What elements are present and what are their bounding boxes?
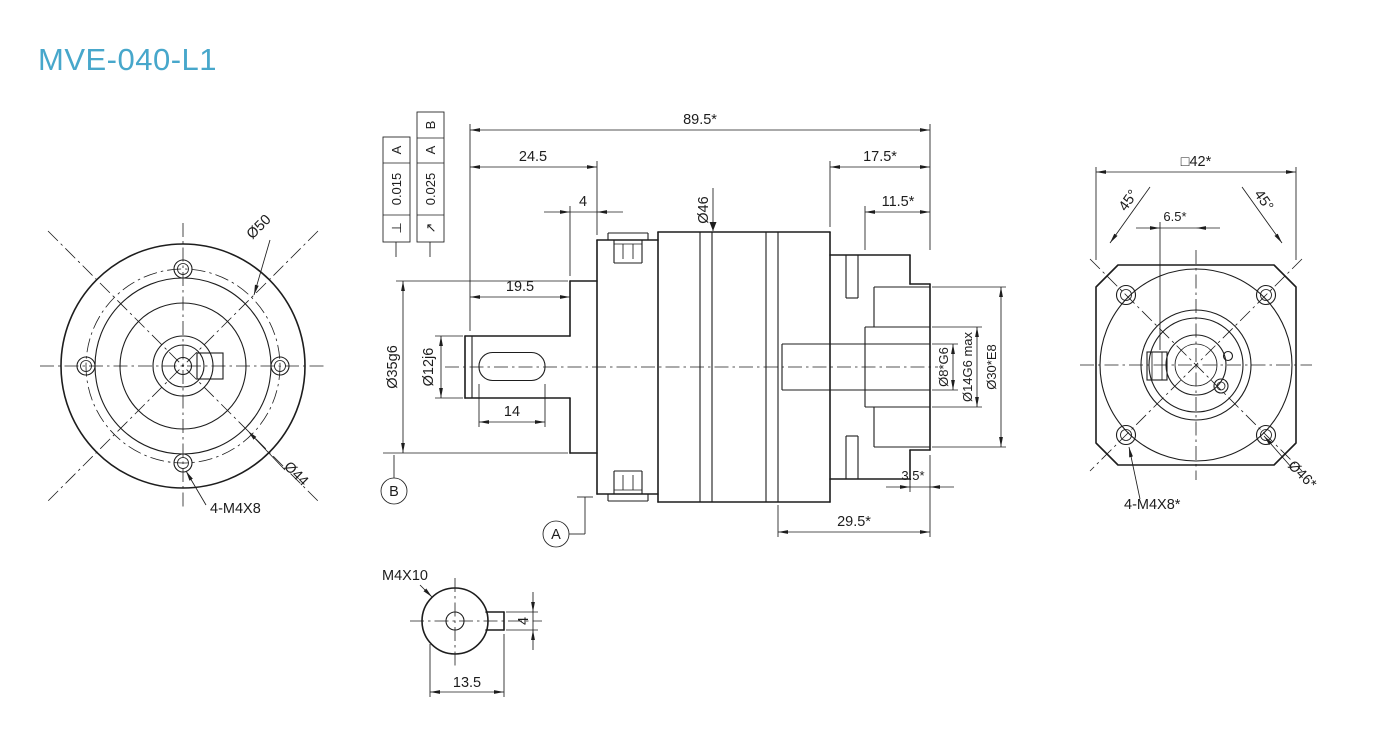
detail-thread-label: M4X10 [382, 568, 428, 584]
datum-a-label: A [551, 527, 561, 543]
detail-offset-label: 13.5 [453, 675, 481, 691]
front-bolt-holes [76, 259, 290, 473]
tolerance-frame-runout: ↗ 0.025 A B [416, 111, 445, 257]
front-dia50-label: Ø50 [244, 212, 275, 243]
fcf-perp-value: 0.015 [389, 173, 404, 206]
datum-a: A [542, 496, 593, 548]
fcf-perp-symbol: ⊥ [389, 222, 404, 233]
datum-b: B [380, 455, 408, 505]
rear-view: □42* 45° 45° 6.5* 4-M4X8* Ø46* [1080, 154, 1319, 513]
pilot-hub [569, 280, 598, 454]
key-square [196, 352, 224, 380]
side-hole-projection [1146, 351, 1168, 381]
dim-key: 14 [504, 404, 520, 420]
dia-shaft: Ø12j6 [421, 348, 437, 387]
dia-bore-small: Ø8*G6 [936, 347, 951, 387]
angle-right-label: 45° [1250, 187, 1276, 214]
fcf-runout-value: 0.025 [423, 173, 438, 206]
side-view: 89.5* 24.5 17.5* 4 11.5* Ø46 [380, 111, 1006, 548]
fcf-runout-datum2: B [423, 121, 438, 130]
dim-rear: 17.5* [863, 149, 897, 165]
datum-b-label: B [389, 484, 399, 500]
side-dimensions: 89.5* 24.5 17.5* 4 11.5* Ø46 [383, 112, 1006, 537]
dia-hub: Ø35g6 [385, 345, 401, 389]
fcf-perp-datum: A [389, 145, 404, 154]
dim-front: 24.5 [519, 149, 547, 165]
rear-dia46-label: Ø46* [1284, 458, 1319, 493]
dim-hub: 4 [579, 194, 587, 210]
dim-pilot: 3.5* [901, 468, 924, 483]
dim-square: □42* [1181, 154, 1212, 170]
front-view: Ø50 Ø44 4-M4X8 [40, 212, 326, 517]
rear-bolt-holes [1115, 284, 1277, 446]
gearbox-body [657, 231, 831, 503]
drawing-title: MVE-040-L1 [38, 42, 218, 77]
dia-body: Ø46 [696, 196, 712, 223]
front-plate [596, 232, 659, 502]
angle-left-label: 45° [1116, 187, 1142, 214]
dim-shaft: 19.5 [506, 279, 534, 295]
dia-bore-large: Ø30*E8 [984, 344, 999, 390]
dim-overall: 89.5* [683, 112, 717, 128]
fcf-runout-symbol: ↗ [423, 223, 438, 234]
tolerance-frame-perpendicularity: ⊥ 0.015 A [382, 136, 411, 257]
front-holes-label: 4-M4X8 [210, 501, 261, 517]
rear-holes-label: 4-M4X8* [1124, 497, 1181, 513]
output-shaft [464, 335, 571, 399]
detail-width-label: 4 [516, 617, 532, 625]
shaft-keyway [478, 351, 546, 382]
fcf-runout-datum1: A [423, 145, 438, 154]
dim-offset: 6.5* [1163, 209, 1186, 224]
dim-rear-inner: 11.5* [882, 194, 915, 210]
front-dia44-label: Ø44 [280, 459, 311, 490]
detail-view: M4X10 4 13.5 [382, 568, 542, 697]
dia-bore-mid: Ø14G6 max [960, 331, 975, 402]
dim-rear-len: 29.5* [837, 514, 871, 530]
